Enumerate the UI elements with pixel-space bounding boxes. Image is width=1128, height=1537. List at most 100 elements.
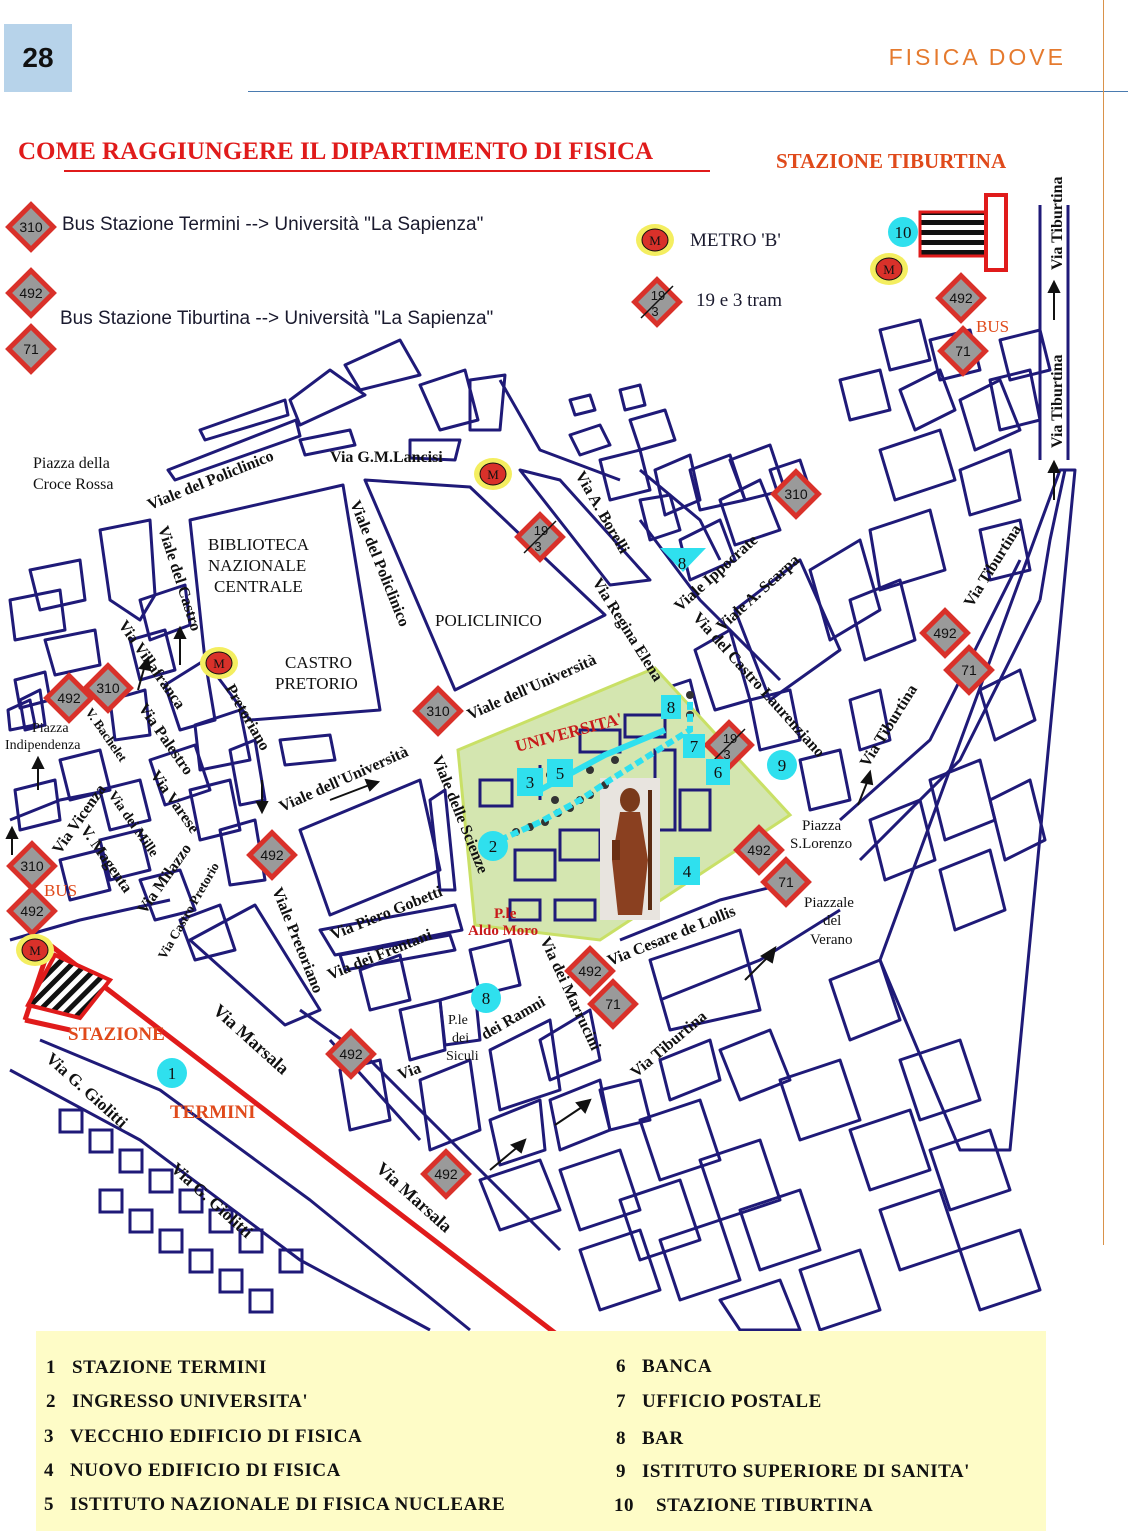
svg-text:19: 19 (723, 731, 737, 746)
svg-text:492: 492 (578, 963, 602, 979)
tram-badge: 193 (631, 276, 683, 328)
svg-text:3: 3 (723, 747, 730, 762)
svg-text:492: 492 (434, 1166, 458, 1182)
bus-badge-71: 71 (587, 978, 639, 1030)
bus-badge-492: 492 (325, 1028, 377, 1080)
block-pretoriano (188, 903, 322, 1027)
label-siculi-3: Siculi (446, 1049, 479, 1064)
legend-bus-termini: Bus Stazione Termini --> Università "La … (62, 214, 484, 235)
label-aldo-moro-1: P.le (494, 906, 517, 922)
bus-badge-310: 310 (5, 201, 57, 253)
svg-text:19: 19 (651, 288, 665, 303)
street-v-bachelet: V. Bachelet (83, 705, 131, 765)
tram-badge: 193 (514, 511, 566, 563)
svg-text:M: M (29, 943, 41, 958)
svg-text:492: 492 (339, 1046, 363, 1062)
location-marker-5: 5 (547, 759, 573, 787)
minerva-statue (600, 778, 660, 920)
transit-badges: 3104927149271310492714923103104923104924… (5, 201, 995, 1200)
location-marker-bar-north: 8 (660, 548, 706, 573)
svg-text:3: 3 (534, 539, 541, 554)
street-via-marsala-1: Via Marsala (209, 1000, 293, 1078)
legend-metro: METRO 'B' (690, 230, 781, 251)
svg-text:5: 5 (556, 764, 565, 783)
label-termini: TERMINI (170, 1102, 256, 1123)
label-biblioteca-3: CENTRALE (214, 577, 303, 596)
svg-text:1: 1 (168, 1064, 177, 1083)
label-piazza-croce-rossa-1: Piazza della (33, 455, 110, 472)
svg-text:492: 492 (260, 847, 284, 863)
svg-text:492: 492 (747, 842, 771, 858)
bus-badge-492: 492 (6, 885, 58, 937)
location-marker-1: 1 (157, 1058, 187, 1088)
label-verano-2: del (823, 913, 841, 929)
svg-text:492: 492 (20, 903, 44, 919)
street-viale-universita-1: Viale dell'Università (277, 743, 411, 815)
label-bus-tiburtina: BUS (976, 317, 1009, 336)
svg-text:310: 310 (20, 858, 44, 874)
bus-badge-71: 71 (943, 644, 995, 696)
svg-text:M: M (883, 262, 895, 277)
header-rule (248, 91, 1128, 92)
location-marker-4: 4 (674, 857, 700, 885)
svg-text:3: 3 (651, 304, 658, 319)
svg-text:492: 492 (19, 285, 43, 301)
bus-badge-71: 71 (760, 856, 812, 908)
svg-text:M: M (213, 656, 225, 671)
svg-text:19: 19 (534, 523, 548, 538)
bus-badge-492: 492 (43, 672, 95, 724)
label-policlinico: POLICLINICO (435, 611, 542, 630)
location-marker-8: 8 (471, 983, 501, 1013)
svg-text:8: 8 (667, 698, 676, 717)
svg-text:M: M (487, 467, 499, 482)
street-via-giolitti-1: Via G. Giolitti (42, 1049, 131, 1132)
block-verano (878, 468, 1077, 1152)
location-marker-8: 8 (661, 695, 681, 719)
location-marker-7: 7 (683, 734, 705, 758)
label-bus-termini: BUS (44, 881, 77, 900)
metro-badge: M (636, 224, 674, 256)
bus-badge-492: 492 (5, 267, 57, 319)
location-marker-2: 2 (478, 831, 508, 861)
svg-text:492: 492 (949, 290, 973, 306)
margin-rule (1103, 0, 1104, 1245)
bus-badge-71: 71 (5, 323, 57, 375)
bus-badge-492: 492 (733, 824, 785, 876)
bus-badge-492: 492 (564, 945, 616, 997)
metro-badge: M (474, 458, 512, 490)
svg-text:4: 4 (683, 862, 692, 881)
label-piazza-indipendenza-2: Indipendenza (5, 738, 81, 753)
bus-badge-492: 492 (420, 1148, 472, 1200)
label-siculi-2: dei (452, 1031, 469, 1046)
street-via-borelli: Via A. Borelli (572, 469, 633, 558)
label-stazione: STAZIONE (68, 1024, 165, 1045)
section-title: FISICA DOVE (888, 44, 1066, 70)
street-via-palestro: Via Palestro (135, 701, 197, 779)
bus-badge-310: 310 (770, 468, 822, 520)
label-piazza-indipendenza-1: Piazza (32, 721, 69, 736)
bus-badge-310: 310 (6, 840, 58, 892)
bus-badge-492: 492 (246, 829, 298, 881)
bus-badge-310: 310 (82, 662, 134, 714)
svg-text:71: 71 (605, 996, 621, 1012)
svg-text:9: 9 (778, 756, 787, 775)
location-marker-3: 3 (517, 768, 543, 796)
bus-badge-71: 71 (937, 325, 989, 377)
label-piazza-croce-rossa-2: Croce Rossa (33, 476, 113, 493)
svg-text:8: 8 (482, 989, 491, 1008)
tram-badge: 193 (703, 719, 755, 771)
street-via-tiburtina-1: Via Tiburtina (1049, 176, 1066, 270)
svg-text:7: 7 (690, 737, 699, 756)
street-via-dei-mille: Via dei Mille (105, 789, 161, 860)
location-marker-10: 10 (888, 217, 918, 247)
svg-text:310: 310 (426, 703, 450, 719)
svg-text:71: 71 (23, 341, 39, 357)
